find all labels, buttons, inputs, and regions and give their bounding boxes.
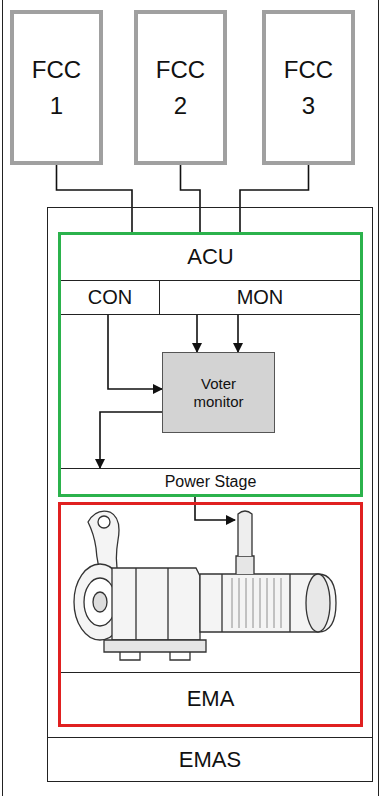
text-band: FCC 1 bbox=[14, 14, 99, 161]
motor-body bbox=[200, 574, 336, 632]
motor-band bbox=[222, 574, 290, 632]
signal-arrow bbox=[195, 494, 235, 520]
frame-line bbox=[378, 0, 379, 796]
flange-bore bbox=[84, 578, 116, 626]
node-label: FCC 3 bbox=[281, 52, 337, 124]
gearbox-rib bbox=[136, 568, 168, 640]
control-unit-box: ACU CON MON Voter monitorPower Stage bbox=[58, 232, 363, 497]
bus-line bbox=[181, 165, 201, 232]
node-label: CON bbox=[88, 285, 132, 309]
node-label: MON bbox=[237, 285, 284, 309]
system-box: EMAS ACU CON MON Voter monitorPower StageEMA bbox=[47, 207, 373, 782]
base-plate bbox=[104, 640, 206, 652]
channel-box: CON bbox=[61, 280, 160, 315]
text-band: ACU bbox=[61, 235, 360, 281]
lever-pivot bbox=[98, 516, 110, 528]
text-band: FCC 3 bbox=[266, 14, 351, 161]
text-band: CON bbox=[61, 280, 159, 314]
signal-arrow bbox=[196, 315, 198, 352]
signal-arrow bbox=[100, 412, 162, 468]
node-label: EMAS bbox=[179, 747, 241, 773]
text-band: Power Stage bbox=[61, 468, 360, 495]
motor-fins bbox=[232, 578, 281, 628]
signal-arrow bbox=[237, 315, 239, 352]
gearbox bbox=[112, 568, 200, 640]
text-band: Voter monitor bbox=[163, 353, 274, 432]
channel-box: MON bbox=[160, 280, 360, 315]
shaft bbox=[93, 592, 107, 612]
bus-line bbox=[240, 165, 309, 232]
text-band: EMA bbox=[61, 672, 360, 725]
fcc-box: FCC 3 bbox=[262, 10, 355, 165]
fcc-box: FCC 2 bbox=[134, 10, 227, 165]
fcc-box: FCC 1 bbox=[10, 10, 103, 165]
text-band: FCC 2 bbox=[138, 14, 223, 161]
node-label: EMA bbox=[187, 686, 235, 712]
frame-line bbox=[2, 0, 3, 796]
node-label: Voter monitor bbox=[182, 375, 256, 411]
signal-arrow bbox=[108, 315, 162, 389]
node-label: ACU bbox=[187, 244, 233, 270]
connector-plug bbox=[238, 511, 252, 556]
text-band: MON bbox=[160, 280, 360, 314]
power-stage-box: Power Stage bbox=[61, 468, 360, 494]
node-label: FCC 1 bbox=[29, 52, 85, 124]
bus-line bbox=[57, 165, 133, 232]
actuator-box: EMA bbox=[58, 502, 363, 727]
text-band: EMAS bbox=[48, 737, 372, 782]
base-foot bbox=[120, 652, 190, 660]
ema-drawing bbox=[74, 511, 336, 660]
connector-base bbox=[236, 556, 254, 574]
node-label: FCC 2 bbox=[153, 52, 209, 124]
motor-endcap bbox=[306, 574, 330, 632]
voter-box: Voter monitor bbox=[162, 352, 275, 433]
node-label: Power Stage bbox=[165, 472, 257, 491]
